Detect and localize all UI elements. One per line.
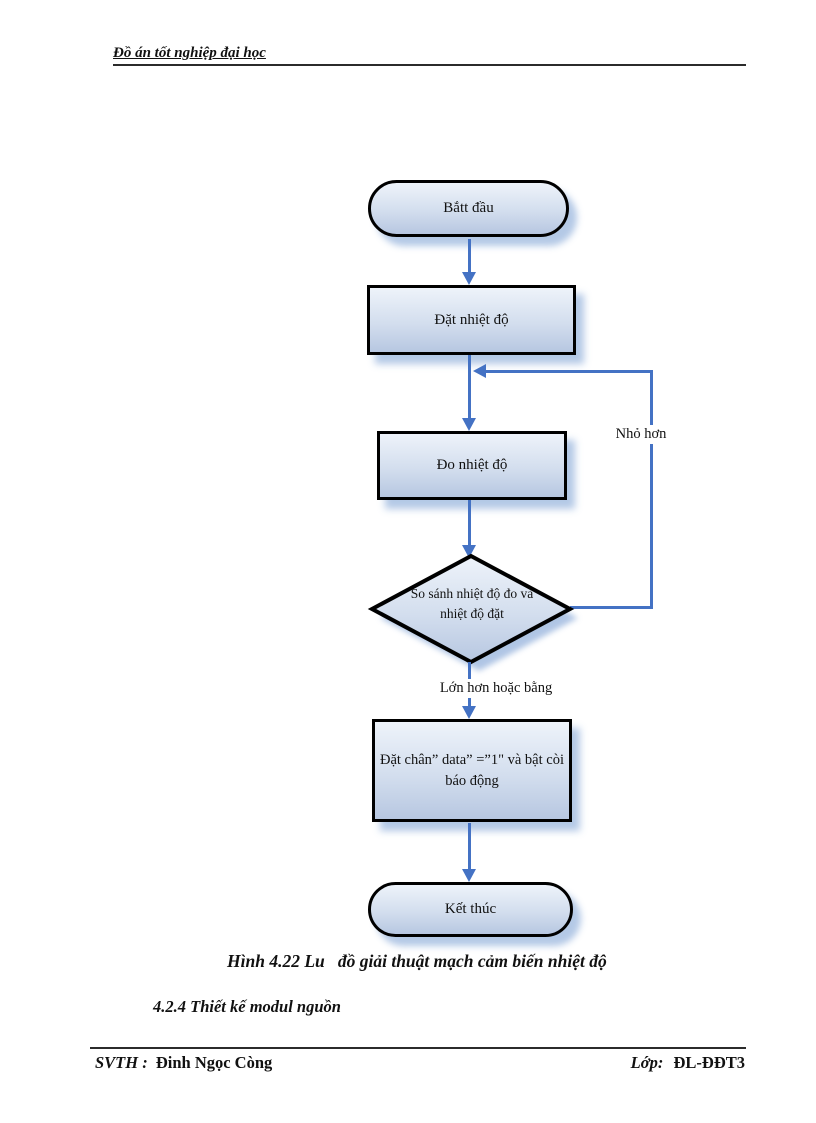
connector-alarm-to-end [468, 823, 471, 871]
page-header: Đồ án tốt nghiệp đại học [113, 44, 746, 66]
alarm-label-line2: báo động [445, 772, 499, 789]
decision-label-line1: So sánh nhiệt độ đo và [410, 586, 534, 601]
arrow-left-icon [473, 364, 486, 378]
feedback-line-top [481, 370, 653, 373]
arrow-down-icon [462, 706, 476, 719]
flowchart-decision-node [358, 548, 594, 680]
footer-class-value: ĐL-ĐĐT3 [673, 1053, 745, 1072]
set-temp-label: Đặt nhiệt độ [434, 311, 509, 328]
flowchart-end-node: Kết thúc [368, 882, 573, 937]
measure-temp-label: Đo nhiệt độ [436, 457, 508, 473]
footer-divider [90, 1047, 746, 1049]
footer-class-label: Lớp: [630, 1053, 664, 1072]
feedback-line-right [650, 370, 653, 608]
footer-student: SVTH : Đinh Ngọc Còng [95, 1053, 272, 1073]
flowchart-measure-temp-node: Đo nhiệt độ [377, 431, 567, 500]
flowchart-alarm-node: Đặt chân” data” =”1" và bật còi báo động [372, 719, 572, 822]
feedback-line-bottom [570, 606, 653, 609]
figure-caption: Hình 4.22 Lu đồ giải thuật mạch cảm biến… [227, 951, 607, 971]
alarm-label-line1: Đặt chân” data” =”1" và bật còi [380, 752, 564, 769]
arrow-down-icon [462, 869, 476, 882]
decision-label-line2: nhiệt độ đặt [440, 606, 504, 622]
footer-class: Lớp: ĐL-ĐĐT3 [631, 1053, 745, 1073]
decision-diamond-shape [367, 553, 578, 671]
flowchart-set-temp-node: Đặt nhiệt độ [367, 285, 576, 355]
flowchart-start-node: Bắtt đầu [368, 180, 569, 237]
branch-label-less: Nhỏ hơn [595, 425, 687, 444]
arrow-down-icon [462, 272, 476, 285]
footer-student-label: SVTH : [95, 1053, 148, 1072]
connector-measure-to-decision [468, 500, 471, 546]
end-node-label: Kết thúc [444, 901, 497, 917]
arrow-down-icon [462, 418, 476, 431]
connector-start-to-set [468, 239, 471, 273]
header-title: Đồ án tốt nghiệp đại học [113, 45, 266, 61]
start-node-label: Bắtt đầu [443, 200, 494, 216]
decision-node-label: So sánh nhiệt độ đo và nhiệt độ đặt [378, 584, 566, 625]
footer-student-name: Đinh Ngọc Còng [155, 1053, 273, 1072]
connector-set-to-measure [468, 355, 471, 419]
branch-label-geq: Lớn hơn hoặc bằng [412, 679, 580, 698]
section-heading: 4.2.4 Thiết kế modul nguồn [153, 997, 341, 1016]
